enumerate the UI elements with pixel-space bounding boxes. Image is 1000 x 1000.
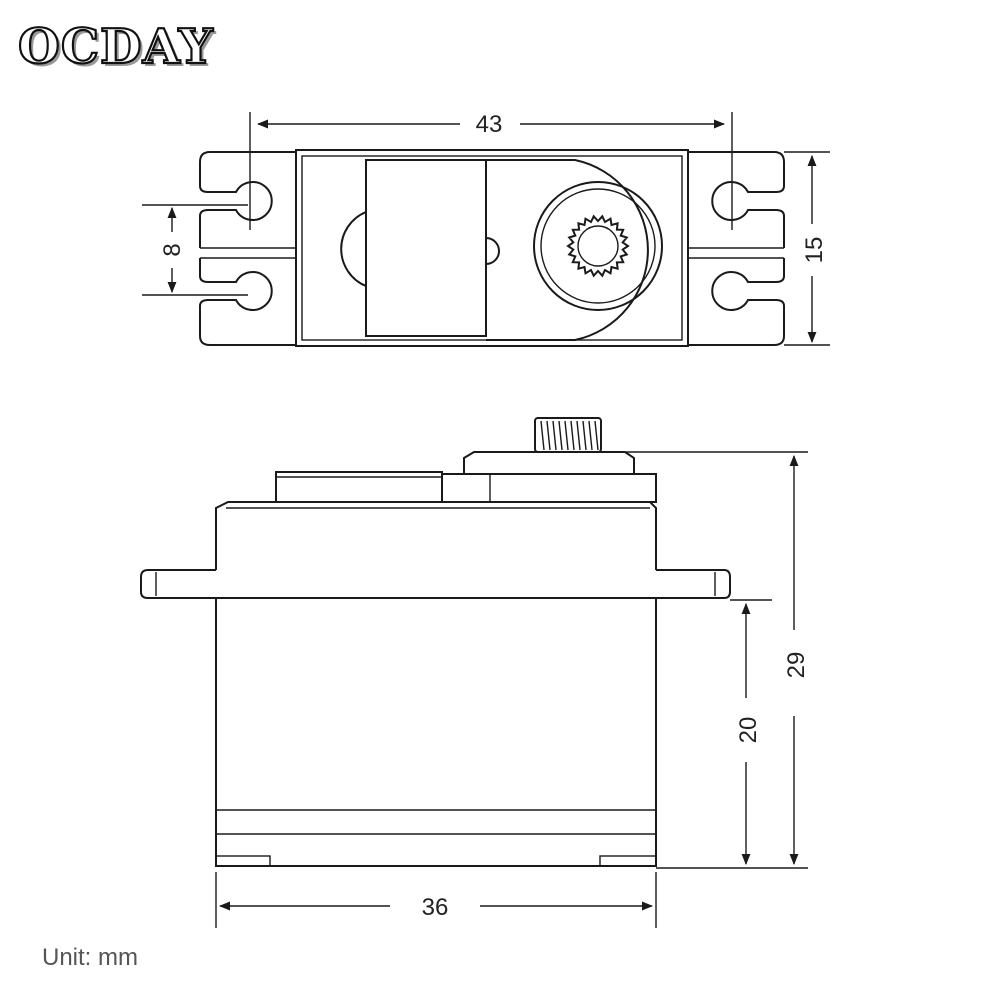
dimension-20: 20 (730, 599, 772, 866)
lower-body (215, 598, 657, 867)
output-spline-gear (566, 214, 630, 278)
dimension-29: 29 (626, 451, 810, 869)
output-spline-side (534, 417, 602, 453)
logo-shadow: OCDAY (21, 22, 217, 78)
output-hub-inner (540, 188, 656, 304)
left-foot (215, 855, 271, 867)
label-8: 8 (159, 243, 186, 256)
gear-cover-step (441, 473, 657, 503)
dimension-36: 36 (215, 872, 657, 928)
gear-housing (486, 159, 649, 341)
small-boss-arc (485, 237, 500, 265)
dimension-43: 43 (249, 111, 733, 230)
mounting-flange (140, 569, 731, 599)
left-boss-arc (340, 211, 367, 287)
top-view: 43 8 15 (142, 111, 830, 347)
right-mounting-tab (688, 151, 785, 346)
unit-note: Unit: mm (42, 944, 138, 971)
spline-center (577, 225, 619, 267)
side-view: 29 20 36 (140, 417, 810, 928)
gear-housing-boss (463, 451, 635, 474)
dimension-8: 8 (142, 204, 248, 296)
cover-plate (365, 159, 487, 337)
label-43: 43 (476, 111, 503, 138)
label-15: 15 (801, 237, 828, 264)
left-mounting-tab (199, 151, 296, 346)
upper-body (215, 501, 657, 570)
brand-logo: OCDAY OCDAY (17, 18, 217, 78)
label-36: 36 (422, 894, 449, 921)
label-29: 29 (783, 652, 810, 679)
label-20: 20 (735, 717, 762, 744)
logo-text: OCDAY (18, 19, 214, 75)
servo-body-top (295, 149, 689, 347)
output-hub-outer (533, 181, 663, 311)
right-foot (599, 855, 657, 867)
dimension-15: 15 (784, 151, 830, 346)
